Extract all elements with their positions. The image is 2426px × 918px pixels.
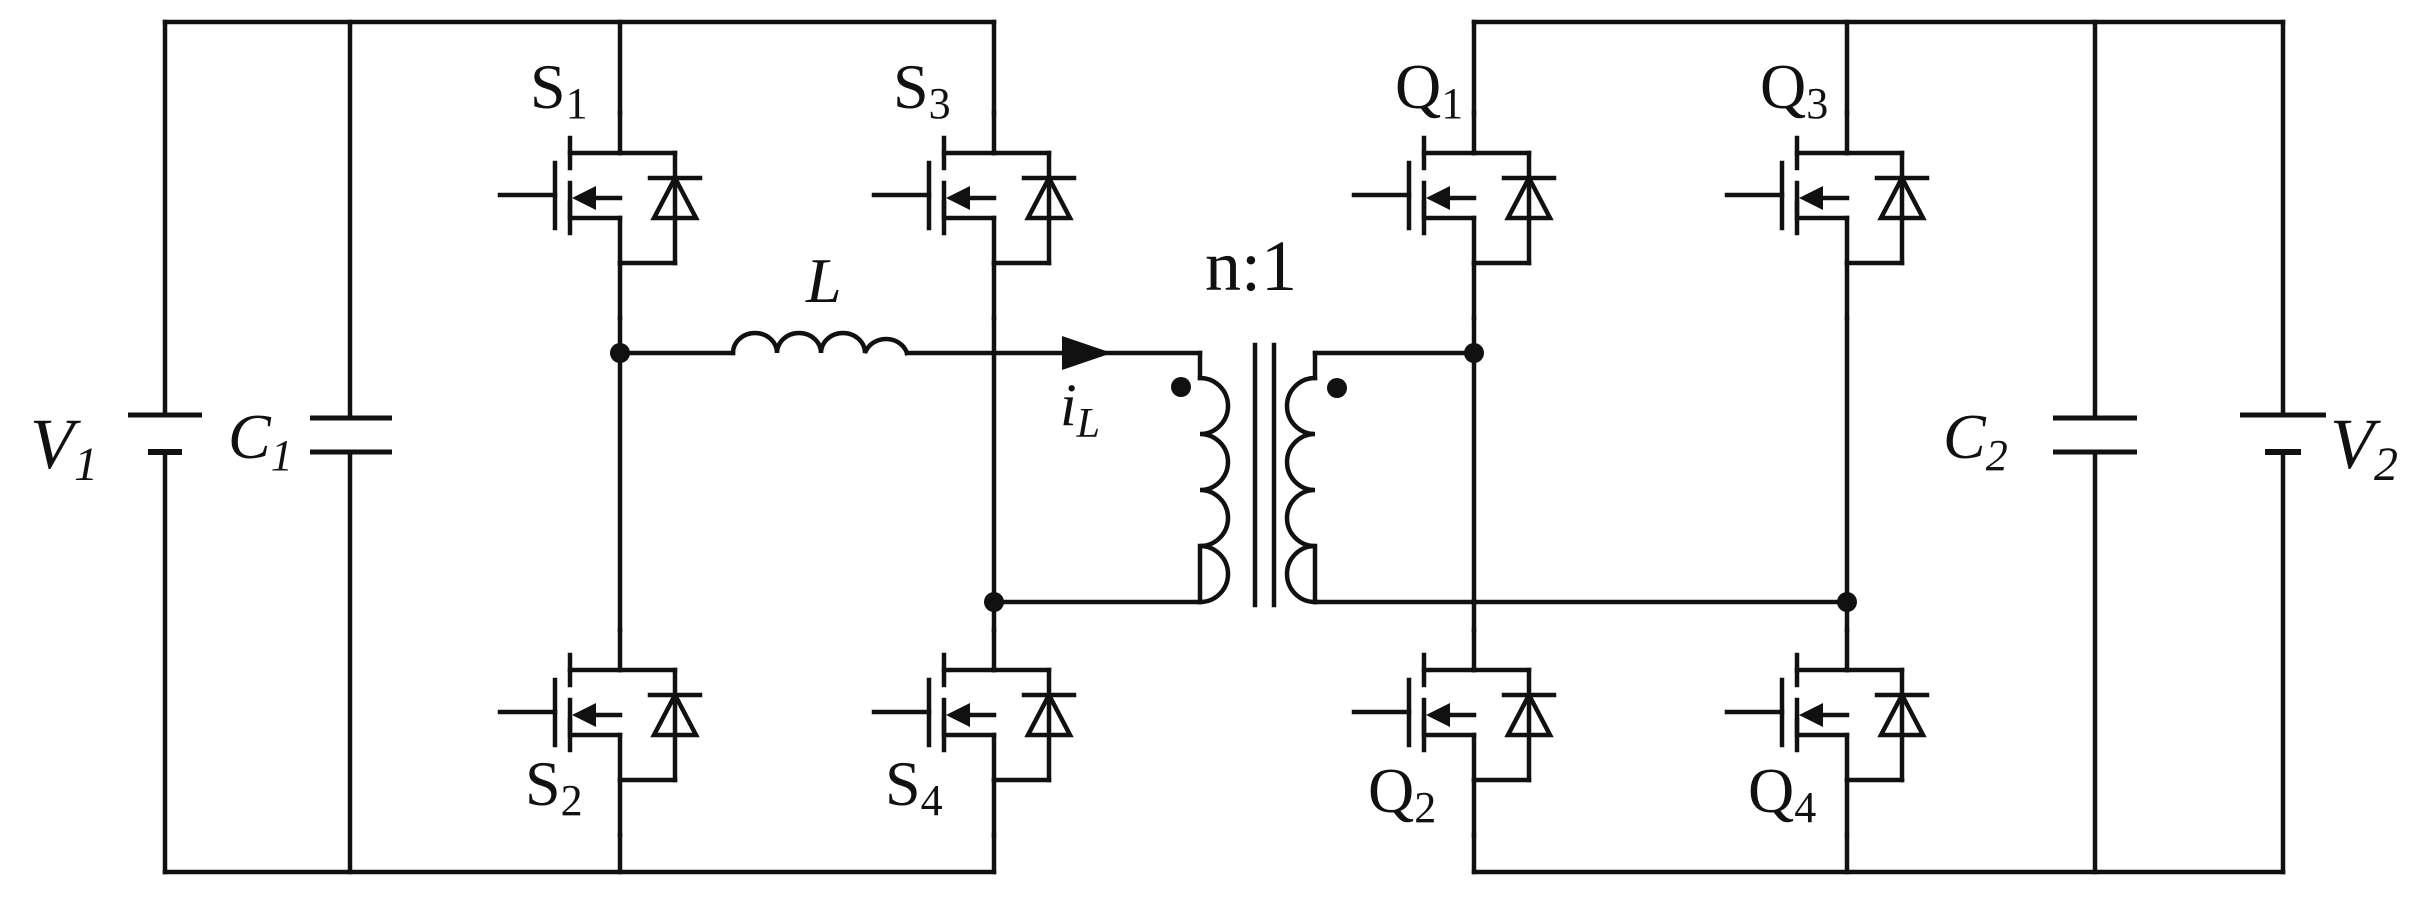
label-q4: Q4 (1748, 755, 1816, 832)
node-s3s4 (984, 592, 1004, 612)
label-s1: S1 (530, 51, 588, 128)
switch-s3 (874, 113, 1074, 318)
label-turns-ratio: n:1 (1205, 226, 1297, 306)
label-q3: Q3 (1760, 51, 1828, 128)
label-q1: Q1 (1395, 51, 1463, 128)
label-c1: C1 (228, 401, 293, 480)
inductor-coil (730, 330, 910, 356)
primary-dot (1171, 377, 1191, 397)
current-arrow (1062, 336, 1112, 370)
label-s2: S2 (525, 748, 583, 825)
label-current: iL (1060, 372, 1100, 447)
switch-q3 (1727, 113, 1927, 318)
primary-winding (1197, 375, 1231, 605)
node-left-mid (610, 343, 630, 363)
label-v1: V1 (30, 404, 98, 491)
label-inductor: L (805, 245, 842, 316)
secondary-winding (1284, 375, 1318, 605)
secondary-dot (1327, 378, 1347, 398)
label-v2: V2 (2330, 404, 2398, 491)
switch-q1 (1354, 113, 1554, 318)
switch-s1 (500, 113, 700, 318)
label-q2: Q2 (1368, 755, 1436, 832)
label-c2: C2 (1943, 401, 2008, 480)
label-s3: S3 (893, 51, 951, 128)
label-s4: S4 (885, 748, 943, 825)
